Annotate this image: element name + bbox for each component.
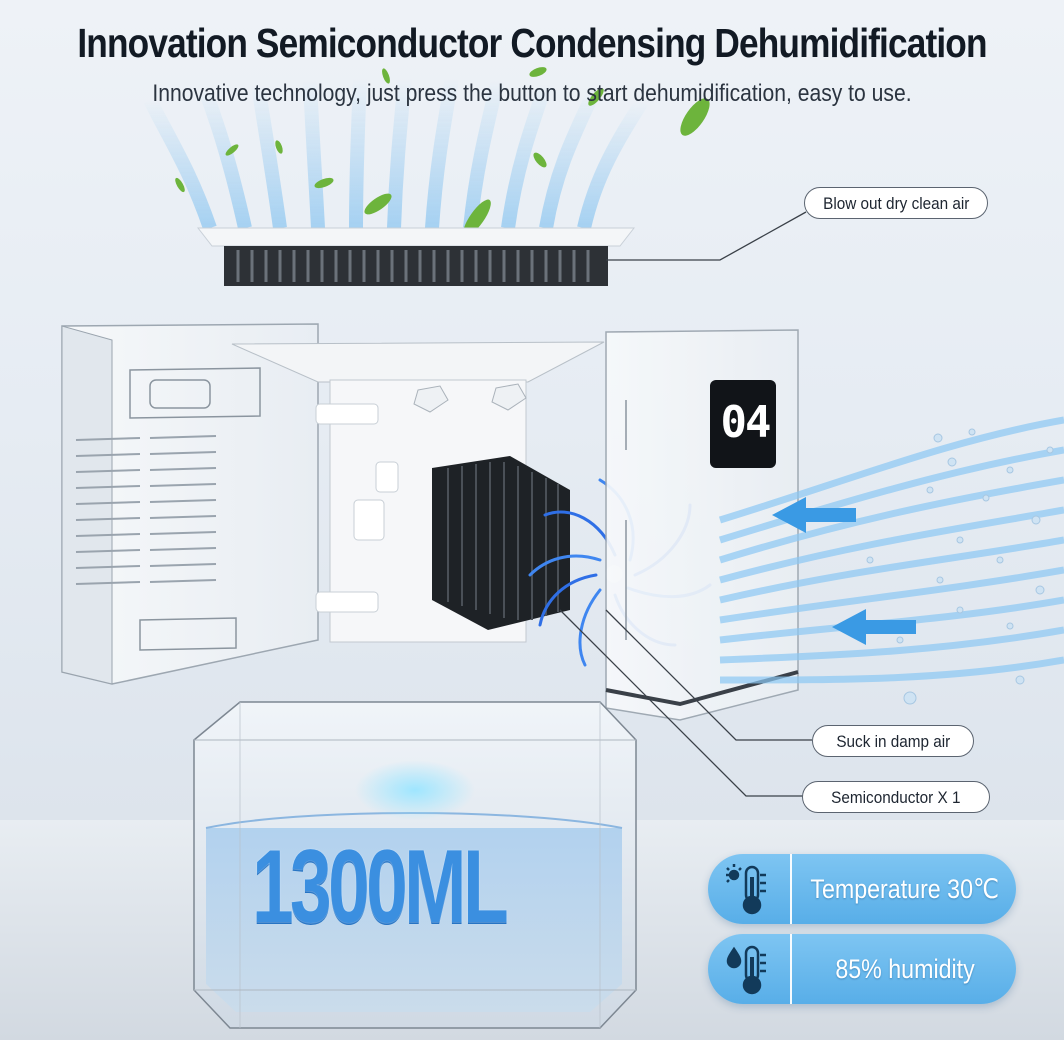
callout-suck-in: Suck in damp air — [812, 725, 974, 757]
callout-suck-in-label: Suck in damp air — [836, 732, 950, 751]
inflow-arrow-icons — [772, 497, 916, 645]
spec-divider — [790, 854, 792, 924]
water-droplets — [866, 428, 1054, 705]
page-title: Innovation Semiconductor Condensing Dehu… — [77, 20, 987, 66]
callout-leader-lines — [559, 211, 812, 797]
callout-blow-out: Blow out dry clean air — [804, 187, 988, 219]
spec-divider — [790, 934, 792, 1004]
display-reading: 04 — [720, 397, 772, 448]
sun-thermometer-icon — [708, 854, 790, 924]
tank-capacity: 1300ML — [252, 829, 509, 945]
water-tank — [193, 701, 637, 1029]
spec-temperature-label: Temperature 30℃ — [810, 874, 1000, 904]
semiconductor-heat-sink — [432, 456, 570, 630]
callout-semiconductor: Semiconductor X 1 — [802, 781, 990, 813]
callout-blow-out-label: Blow out dry clean air — [822, 194, 970, 213]
top-grille-cover — [196, 227, 636, 286]
page-subtitle: Innovative technology, just press the bu… — [152, 80, 912, 107]
right-housing-panel — [605, 329, 799, 721]
digital-display — [710, 380, 776, 468]
spec-temperature: Temperature 30℃ — [708, 854, 1016, 924]
droplet-thermometer-icon — [708, 934, 790, 1004]
outflow-air-streams — [143, 76, 648, 231]
spec-humidity: 85% humidity — [708, 934, 1016, 1004]
spec-humidity-label: 85% humidity — [835, 954, 975, 984]
callout-semiconductor-label: Semiconductor X 1 — [831, 788, 961, 807]
left-housing-panel — [61, 323, 319, 685]
